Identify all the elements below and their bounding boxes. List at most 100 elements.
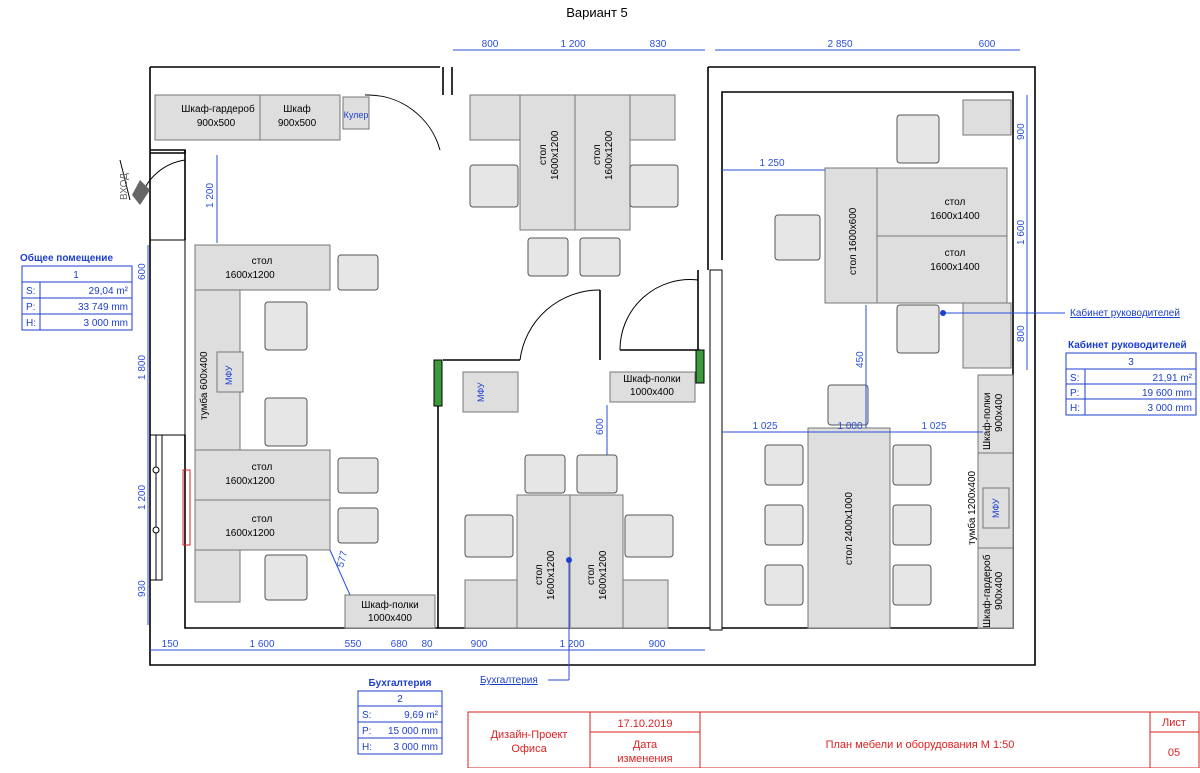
- svg-text:1600х1200: 1600х1200: [546, 550, 557, 600]
- svg-text:P:: P:: [362, 726, 371, 737]
- svg-text:150: 150: [162, 639, 179, 650]
- svg-text:800: 800: [1016, 325, 1027, 342]
- svg-text:стол: стол: [252, 514, 273, 525]
- svg-text:стол: стол: [252, 462, 273, 473]
- svg-text:3 000 mm: 3 000 mm: [1148, 403, 1192, 414]
- svg-text:3 000 mm: 3 000 mm: [394, 742, 438, 753]
- svg-text:Шкаф-полки: Шкаф-полки: [981, 393, 993, 450]
- svg-text:Шкаф-полки: Шкаф-полки: [623, 373, 680, 385]
- svg-text:S:: S:: [1070, 373, 1079, 384]
- director-furniture: стол 1600х600 стол 1600х1400 стол 1600х1…: [764, 99, 1014, 629]
- svg-text:29,04 m²: 29,04 m²: [89, 286, 129, 297]
- svg-text:тумба 1200х400: тумба 1200х400: [966, 470, 978, 545]
- svg-text:1 025: 1 025: [752, 421, 777, 432]
- svg-text:900х500: 900х500: [197, 118, 236, 129]
- sheet-heading: Вариант 5: [566, 5, 628, 20]
- svg-text:Общее помещение: Общее помещение: [20, 252, 113, 264]
- svg-text:600: 600: [979, 39, 996, 50]
- svg-text:Шкаф-полки: Шкаф-полки: [361, 599, 418, 611]
- svg-text:900х500: 900х500: [278, 118, 317, 129]
- svg-text:H:: H:: [26, 318, 36, 329]
- dimensions-right: 900 1 600 800: [1016, 95, 1028, 370]
- doors: ВХОД: [119, 94, 699, 361]
- svg-text:3 000 mm: 3 000 mm: [84, 318, 128, 329]
- svg-text:2: 2: [397, 694, 403, 705]
- svg-text:Бухгалтерия: Бухгалтерия: [369, 678, 432, 689]
- svg-text:S:: S:: [26, 286, 35, 297]
- svg-text:1 025: 1 025: [921, 421, 946, 432]
- svg-text:Офиса: Офиса: [511, 743, 547, 755]
- svg-text:Кабинет руководителей: Кабинет руководителей: [1070, 307, 1180, 319]
- svg-text:1600х1400: 1600х1400: [930, 211, 980, 222]
- dimensions-inner: 1 200 1 250 450 600 577 1 025 1 000 1 02…: [205, 155, 983, 596]
- svg-text:900х400: 900х400: [994, 393, 1005, 432]
- room-tag-accounting: Бухгалтерия Бухгалтерия 2 S: 9,69 m² P: …: [357, 557, 572, 755]
- svg-text:МФУ: МФУ: [476, 382, 486, 402]
- svg-text:680: 680: [391, 639, 408, 650]
- svg-text:930: 930: [137, 580, 148, 597]
- svg-text:стол: стол: [252, 256, 273, 267]
- svg-text:МФУ: МФУ: [224, 365, 234, 385]
- svg-text:стол: стол: [592, 144, 603, 165]
- svg-text:1600х1400: 1600х1400: [930, 262, 980, 273]
- svg-text:стол: стол: [945, 197, 966, 208]
- dimensions-bottom: 150 1 600 550 680 80 900 1 200 900: [150, 639, 705, 651]
- svg-text:1 200: 1 200: [559, 639, 584, 650]
- svg-text:2 850: 2 850: [827, 39, 852, 50]
- svg-text:577: 577: [335, 549, 350, 568]
- svg-text:стол: стол: [945, 248, 966, 259]
- svg-text:тумба 600х400: тумба 600х400: [198, 351, 210, 420]
- svg-text:H:: H:: [1070, 403, 1080, 414]
- common-room-furniture: Шкаф-гардероб 900х500 Шкаф 900х500 Кулер…: [154, 94, 436, 629]
- svg-text:H:: H:: [362, 742, 372, 753]
- svg-text:600: 600: [137, 263, 148, 280]
- svg-text:600: 600: [595, 418, 606, 435]
- svg-text:S:: S:: [362, 710, 371, 721]
- svg-text:1600х1200: 1600х1200: [225, 270, 275, 281]
- svg-text:3: 3: [1128, 357, 1134, 368]
- svg-text:Дизайн-Проект: Дизайн-Проект: [491, 729, 568, 741]
- title-block: Дизайн-Проект Офиса 17.10.2019 Дата изме…: [467, 711, 1200, 769]
- svg-text:800: 800: [482, 39, 499, 50]
- svg-text:Шкаф-гардероб: Шкаф-гардероб: [181, 103, 255, 115]
- svg-text:1 200: 1 200: [205, 183, 216, 208]
- svg-text:900: 900: [471, 639, 488, 650]
- svg-text:стол 1600х600: стол 1600х600: [848, 207, 859, 275]
- svg-text:9,69 m²: 9,69 m²: [404, 710, 439, 721]
- svg-text:1 200: 1 200: [137, 485, 148, 510]
- svg-text:изменения: изменения: [617, 753, 672, 765]
- svg-text:МФУ: МФУ: [991, 498, 1001, 518]
- svg-text:19 600 mm: 19 600 mm: [1142, 388, 1192, 399]
- svg-text:стол: стол: [534, 564, 545, 585]
- svg-text:1 800: 1 800: [137, 355, 148, 380]
- svg-text:Дата: Дата: [633, 739, 658, 751]
- svg-text:17.10.2019: 17.10.2019: [617, 718, 672, 730]
- svg-text:стол: стол: [538, 144, 549, 165]
- svg-text:Бухгалтерия: Бухгалтерия: [480, 675, 538, 686]
- svg-text:стол 2400х1000: стол 2400х1000: [844, 492, 855, 565]
- room-tag-common: Общее помещение 1 S: 29,04 m² P: 33 749 …: [20, 252, 133, 331]
- svg-text:33 749 mm: 33 749 mm: [78, 302, 128, 313]
- svg-text:900: 900: [1016, 123, 1027, 140]
- svg-text:1 600: 1 600: [249, 639, 274, 650]
- svg-text:550: 550: [345, 639, 362, 650]
- svg-text:900: 900: [649, 639, 666, 650]
- svg-text:Кабинет руководителей: Кабинет руководителей: [1068, 339, 1187, 351]
- accounting-furniture: МФУ Шкаф-полки 1000х400 стол 1600х1200 с…: [462, 371, 696, 629]
- svg-text:21,91 m²: 21,91 m²: [1153, 373, 1193, 384]
- svg-text:P:: P:: [1070, 388, 1079, 399]
- svg-text:1600х1200: 1600х1200: [604, 130, 615, 180]
- svg-text:План мебели и оборудования М: План мебели и оборудования М 1:50: [826, 739, 1015, 751]
- svg-text:1600х1200: 1600х1200: [225, 528, 275, 539]
- svg-text:05: 05: [1168, 747, 1180, 759]
- svg-text:Шкаф: Шкаф: [283, 103, 311, 115]
- svg-text:1600х1200: 1600х1200: [598, 550, 609, 600]
- svg-text:1000х400: 1000х400: [630, 387, 674, 398]
- top-middle-furniture: стол 1600х1200 стол 1600х1200: [469, 94, 679, 277]
- svg-text:1 600: 1 600: [1016, 220, 1027, 245]
- door-post-right: [695, 349, 705, 384]
- dimensions-top: 800 1 200 830 2 850 600: [453, 39, 1020, 51]
- svg-text:830: 830: [650, 39, 667, 50]
